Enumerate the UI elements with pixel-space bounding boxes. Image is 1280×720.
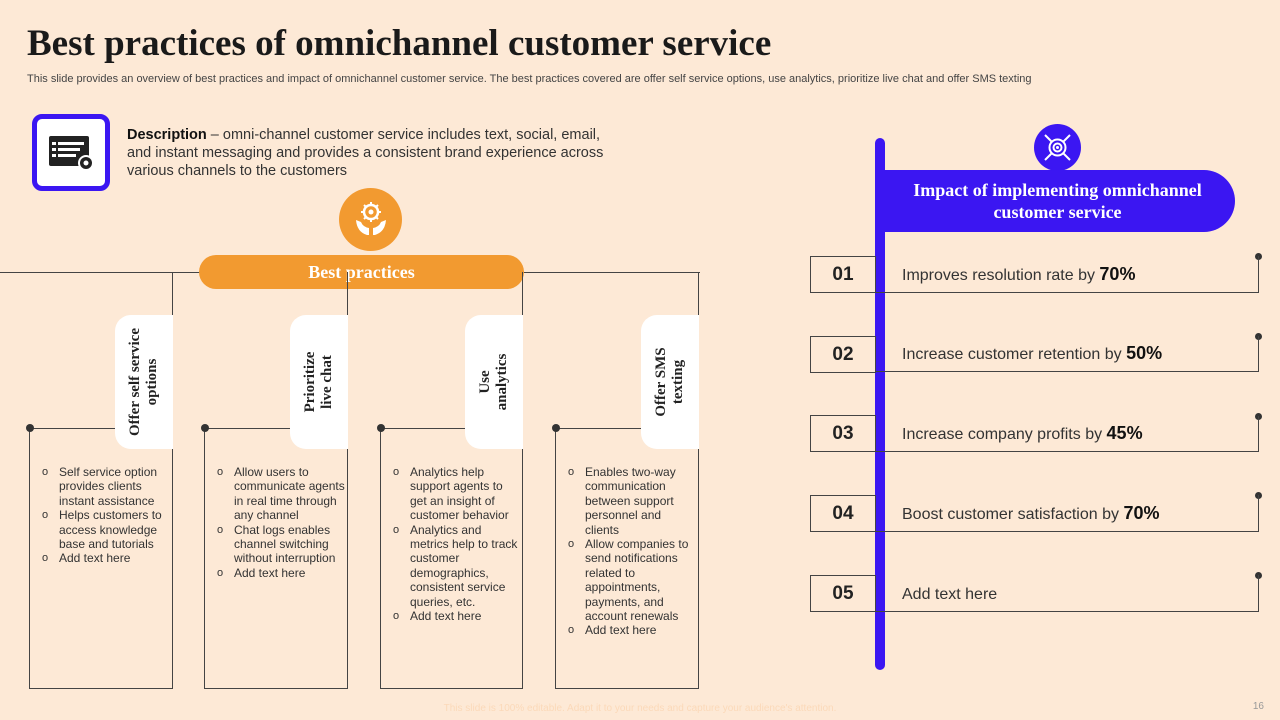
- slide-footer: This slide is 100% editable. Adapt it to…: [443, 703, 837, 714]
- row-text-label: Increase company profits by: [902, 426, 1107, 443]
- row-value: 50%: [1126, 343, 1163, 363]
- tab-use-analytics: Use analytics: [465, 315, 523, 449]
- list-item: Add text here: [391, 609, 521, 624]
- row-text-label: Boost customer satisfaction by: [902, 506, 1124, 523]
- row-bracket: [1258, 416, 1259, 452]
- page-number: 16: [1252, 701, 1264, 712]
- row-text: Boost customer satisfaction by 70%: [902, 503, 1159, 524]
- column-box-live-chat: [204, 428, 348, 689]
- description-icon-box: [32, 114, 110, 191]
- row-text-label: Increase customer retention by: [902, 346, 1127, 363]
- row-underline: [876, 451, 1259, 452]
- target-arrows-icon: [1044, 134, 1071, 161]
- row-text: Increase company profits by 45%: [902, 423, 1143, 444]
- row-text: Improves resolution rate by 70%: [902, 264, 1135, 285]
- bullet-list-self-service: Self service option provides clients ins…: [40, 465, 170, 566]
- row-text: Add text here: [902, 583, 997, 604]
- row-number: 03: [810, 415, 876, 452]
- tab-prioritize-live-chat: Prioritize live chat: [290, 315, 348, 449]
- tab-label: Prioritize live chat: [302, 351, 335, 413]
- row-number: 04: [810, 495, 876, 532]
- list-item: Add text here: [566, 623, 696, 638]
- list-item: Analytics and metrics help to track cust…: [391, 523, 521, 609]
- list-item: Allow users to communicate agents in rea…: [215, 465, 345, 523]
- row-bracket: [1258, 495, 1259, 531]
- column-dot: [201, 424, 209, 432]
- column-top-line: [380, 428, 467, 429]
- row-underline: [876, 371, 1259, 372]
- row-bracket: [1258, 575, 1259, 611]
- row-underline: [876, 611, 1259, 612]
- row-value: 70%: [1099, 264, 1136, 284]
- hands-gear-icon: [356, 202, 386, 235]
- list-item: Self service option provides clients ins…: [40, 465, 170, 508]
- row-value: 45%: [1106, 423, 1143, 443]
- list-item: Analytics help support agents to get an …: [391, 465, 521, 523]
- tab-label: Use analytics: [477, 353, 510, 411]
- row-underline: [876, 292, 1259, 293]
- bullet-list-sms: Enables two-way communication between su…: [566, 465, 696, 638]
- column-dot: [552, 424, 560, 432]
- list-item: Add text here: [215, 566, 345, 581]
- column-box-self-service: [29, 428, 173, 689]
- column-top-line: [29, 428, 119, 429]
- tab-label: Offer self service options: [127, 328, 160, 436]
- best-practices-icon-circle: [339, 188, 402, 251]
- column-box-analytics: [380, 428, 523, 689]
- description-label: Description: [127, 127, 207, 143]
- list-item: Allow companies to send notifications re…: [566, 537, 696, 623]
- description-text: Description – omni-channel customer serv…: [127, 126, 627, 180]
- row-bracket: [1258, 336, 1259, 372]
- row-number: 01: [810, 256, 876, 293]
- tab-label: Offer SMS texting: [653, 347, 686, 417]
- column-box-sms: [555, 428, 699, 689]
- column-top-line: [555, 428, 643, 429]
- row-number: 05: [810, 575, 876, 612]
- list-item: Enables two-way communication between su…: [566, 465, 696, 537]
- bullet-list-live-chat: Allow users to communicate agents in rea…: [215, 465, 345, 581]
- impact-icon-circle: [1034, 124, 1081, 171]
- row-text-label: Add text here: [902, 586, 998, 603]
- impact-vertical-bar: [875, 138, 885, 670]
- row-bracket: [1258, 256, 1259, 293]
- impact-heading: Impact of implementing omnichannel custo…: [880, 170, 1235, 232]
- browser-settings-icon: [49, 136, 94, 171]
- row-value: 70%: [1123, 503, 1160, 523]
- row-number: 02: [810, 336, 876, 373]
- row-text: Increase customer retention by 50%: [902, 343, 1162, 364]
- slide-title: Best practices of omnichannel customer s…: [27, 23, 772, 64]
- column-dot: [377, 424, 385, 432]
- list-item: Chat logs enables channel switching with…: [215, 523, 345, 566]
- bullet-list-analytics: Analytics help support agents to get an …: [391, 465, 521, 624]
- row-text-label: Improves resolution rate by: [902, 267, 1100, 284]
- slide-subtitle: This slide provides an overview of best …: [27, 73, 1032, 85]
- column-dot: [26, 424, 34, 432]
- tab-offer-self-service: Offer self service options: [115, 315, 173, 449]
- list-item: Helps customers to access knowledge base…: [40, 508, 170, 551]
- list-item: Add text here: [40, 551, 170, 566]
- column-top-line: [204, 428, 292, 429]
- row-underline: [876, 531, 1259, 532]
- description-body: – omni-channel customer service includes…: [127, 127, 604, 179]
- tab-offer-sms-texting: Offer SMS texting: [641, 315, 699, 449]
- best-practices-heading: Best practices: [199, 255, 524, 289]
